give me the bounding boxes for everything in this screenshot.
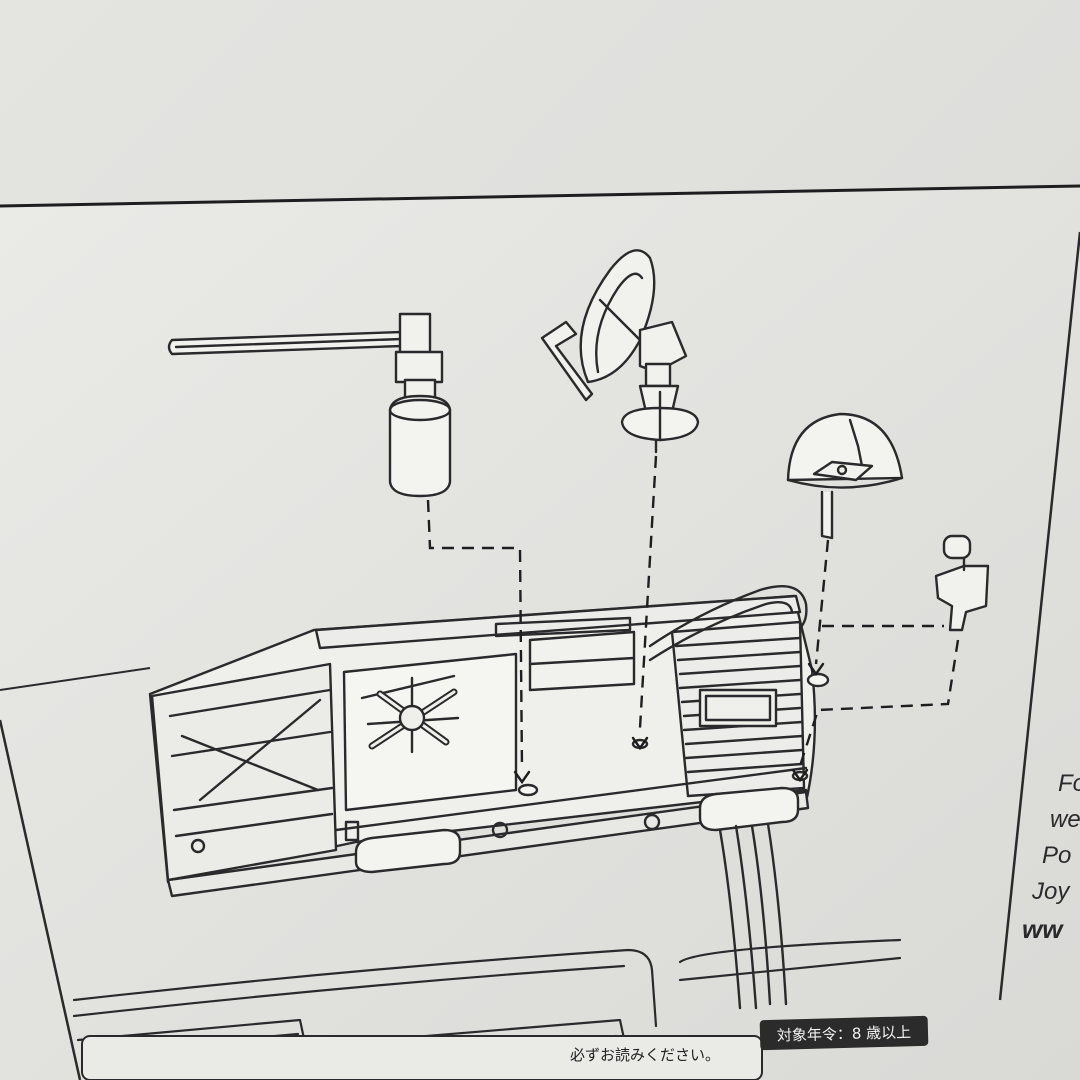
side-text-line-2: we <box>1050 806 1080 833</box>
assembly-guides <box>426 455 960 771</box>
part-satellite-dish <box>540 249 700 454</box>
side-text-line-4: Joy <box>1032 878 1070 905</box>
side-text-line-3: Po <box>1042 842 1072 869</box>
inner-frame-left-line <box>0 667 151 691</box>
panel-top-border <box>0 184 1080 208</box>
inner-frame-left <box>0 719 82 1080</box>
inner-frame-right <box>998 231 1080 1001</box>
guide-arrowheads <box>513 662 825 785</box>
guide-clip <box>798 639 960 767</box>
guide-dome <box>814 539 830 665</box>
notice-strip <box>81 1035 763 1080</box>
part-small-clip <box>934 534 990 632</box>
age-rating-badge: 対象年令：8 歳以上 <box>759 1015 929 1051</box>
guide-dish <box>638 455 658 729</box>
read-notice-text: 必ずお読みください。 <box>570 1046 721 1064</box>
part-half-dome <box>786 412 904 540</box>
guide-cylinder <box>426 499 524 771</box>
side-text-line-1: Fo <box>1058 770 1080 797</box>
base-assembly <box>148 585 830 1010</box>
side-text-line-5: ww <box>1022 914 1063 944</box>
part-cylinder-with-bar <box>167 312 452 498</box>
